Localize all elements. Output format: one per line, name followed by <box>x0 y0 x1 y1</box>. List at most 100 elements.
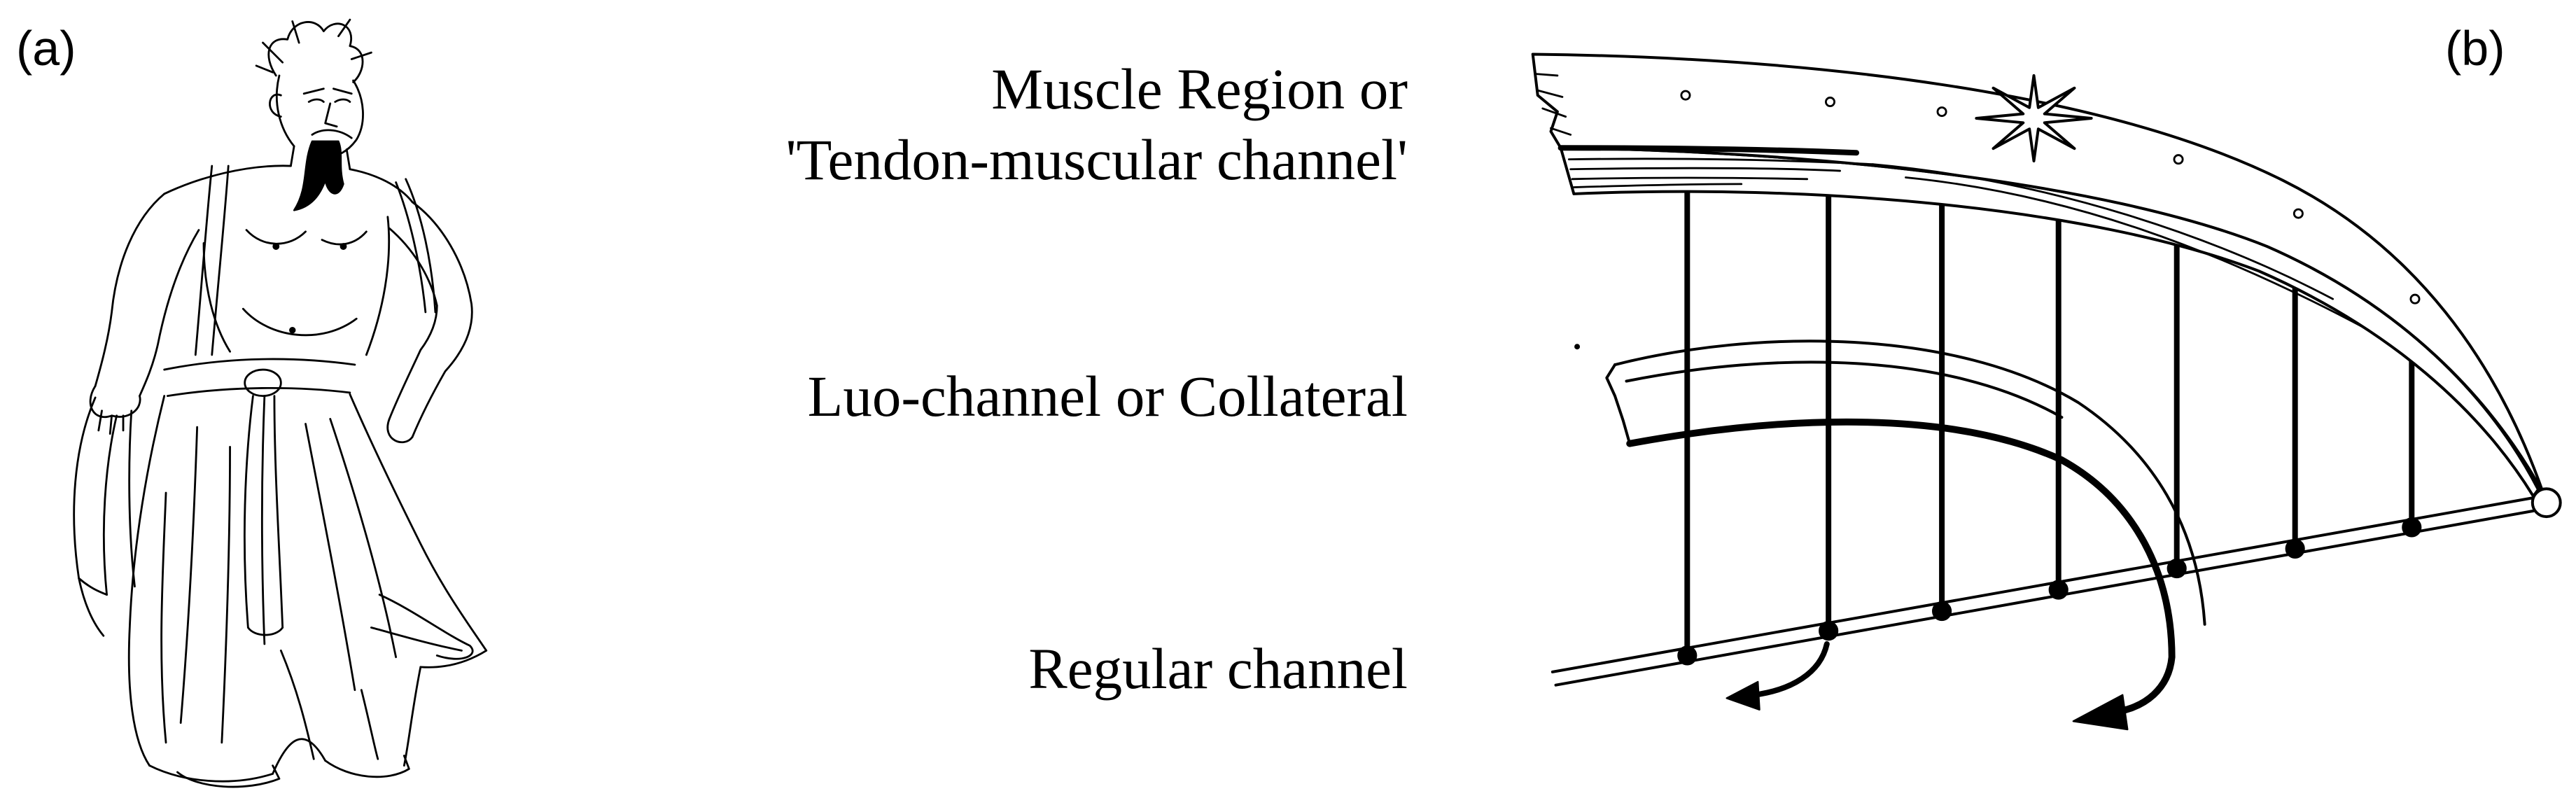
luo-channel-end <box>1605 363 1632 445</box>
figure-belt-top <box>163 358 356 371</box>
channel-node <box>1819 621 1839 641</box>
muscle-region-points <box>1680 90 2421 304</box>
figure-strap <box>194 164 214 356</box>
stray-dot <box>1574 344 1581 350</box>
figure-robe-center <box>272 738 327 775</box>
surface-point <box>2292 208 2304 219</box>
figure-ribbon <box>73 396 105 637</box>
figure-robe-fold <box>179 426 199 724</box>
figure-hair <box>267 21 364 83</box>
channel-end-circle <box>2530 487 2562 519</box>
surface-point <box>1936 106 1947 118</box>
figure-hand-right <box>386 418 414 444</box>
luo-channel-lower-edge <box>1626 418 2176 715</box>
figure-hair-strand <box>262 41 284 64</box>
figure-moustache <box>311 129 353 139</box>
figure-ear <box>269 93 282 118</box>
descending-arrow <box>1726 641 1830 711</box>
muscle-region-hatch <box>1872 163 2334 300</box>
figure-eye <box>307 98 325 103</box>
figure-strap <box>211 164 230 356</box>
figure-hair-strand <box>291 20 300 44</box>
figure-robe-fold <box>329 418 398 659</box>
figure-shoulder-left <box>163 164 292 195</box>
figure-nose <box>324 102 338 128</box>
muscle-region-end-hatch <box>1550 127 1572 136</box>
figure-chest <box>321 230 368 246</box>
figure-neck <box>345 148 351 171</box>
surface-point <box>2409 293 2421 304</box>
luo-channel-inner-line <box>1625 360 2064 419</box>
figure-robe-fold <box>279 649 315 760</box>
muscle-region-hatch <box>1567 158 1874 166</box>
figure-tassel <box>378 594 474 660</box>
figure-brow <box>302 88 325 95</box>
figure-belt-knot <box>244 368 282 398</box>
panel-b-label: (b) <box>2445 21 2505 76</box>
figure-strap <box>395 181 427 314</box>
figure-belt-bottom <box>166 386 351 398</box>
star-mark <box>1975 74 2093 162</box>
channel-node <box>2048 580 2068 600</box>
luo-channel-plank <box>1605 340 2206 731</box>
figure-robe-right <box>349 393 488 652</box>
luo-channel-arrowhead <box>2072 694 2129 731</box>
channel-diagram <box>1531 52 2562 731</box>
muscle-region-label-line2: 'Tendon-muscular channel' <box>785 127 1408 192</box>
figure-arm-right-outer <box>411 201 473 438</box>
figure-ribbon <box>128 410 136 588</box>
figure-robe-left <box>127 395 166 767</box>
panel-a-label: (a) <box>16 21 76 76</box>
figure-sash-end <box>273 395 284 629</box>
figure-chest <box>245 229 307 245</box>
muscle-region-front-face <box>1559 146 2540 498</box>
figure-sash-end <box>243 395 254 629</box>
surface-point <box>1824 97 1836 108</box>
figure-robe-fold <box>220 445 231 744</box>
channel-node <box>2285 538 2305 559</box>
channel-node <box>2166 558 2187 579</box>
figure-beard <box>293 140 344 211</box>
regular-channel <box>1550 496 2535 687</box>
muscle-region-label-line1: Muscle Region or <box>991 57 1408 121</box>
figure-ribbon-tip <box>78 577 108 596</box>
figure-brow <box>332 88 353 95</box>
figure-belly <box>241 307 358 337</box>
figure-robe-right-lower <box>402 666 422 767</box>
figure-hair-strand <box>337 18 351 38</box>
standing-figure-illustration <box>73 18 488 788</box>
figure-neck <box>290 145 295 167</box>
figure-robe-fold <box>370 626 463 652</box>
muscle-region-edge <box>1558 145 1860 156</box>
figure-nipple <box>272 243 280 250</box>
figure-shoulder-right <box>349 168 414 204</box>
figure-face-left <box>275 74 295 148</box>
figure-ribbon <box>102 414 118 596</box>
luo-channel-label: Luo-channel or Collateral <box>807 364 1408 428</box>
figure-hair-strand <box>255 64 274 74</box>
descending-arrow-shaft <box>1751 641 1830 698</box>
channel-node <box>1677 645 1698 666</box>
figure-hair-strand <box>350 51 372 60</box>
surface-point <box>1680 90 1691 101</box>
figure-arm-right-inner <box>388 227 438 420</box>
regular-channel-label: Regular channel <box>1028 636 1408 701</box>
figure-finger <box>97 410 103 432</box>
muscle-region-hatch <box>1905 176 2367 330</box>
descending-arrowhead <box>1726 680 1760 711</box>
figure-foot-right <box>324 755 410 778</box>
figure-eye <box>334 98 351 103</box>
muscle-region-end-hatch <box>1536 89 1564 98</box>
figure-arm-left-inner <box>139 229 200 398</box>
channel-node <box>2402 517 2422 538</box>
channel-nodes <box>1677 517 2422 666</box>
figure-robe-fold <box>304 423 356 692</box>
figure-hand-left <box>89 385 141 418</box>
figure-navel <box>289 327 296 334</box>
figure-robe-fold <box>360 689 379 760</box>
figure-foot-left <box>176 764 281 788</box>
figure-sash-tip <box>246 626 284 636</box>
figure-robe-flare <box>419 649 488 668</box>
